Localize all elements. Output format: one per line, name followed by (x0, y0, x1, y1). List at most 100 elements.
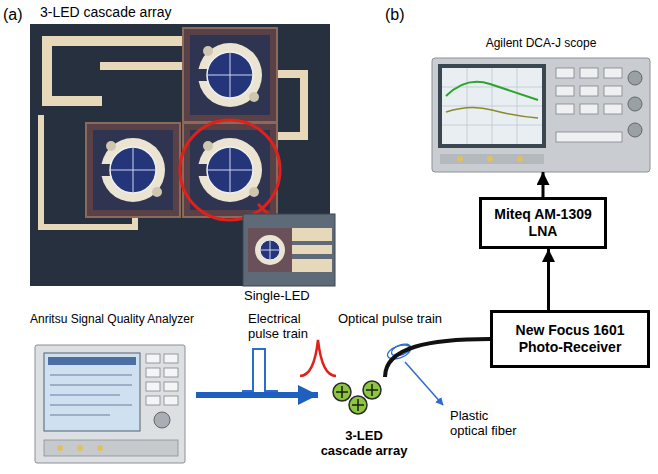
key (146, 396, 160, 405)
optical-fiber (385, 339, 490, 377)
signal-arrow (542, 172, 545, 197)
led-chip (183, 123, 277, 217)
scope-screen (442, 68, 542, 144)
inset-aperture (260, 240, 280, 260)
aperture-cross (260, 240, 280, 260)
panel-label: (b) (385, 6, 415, 24)
scope-buttons (556, 68, 622, 142)
pad (106, 141, 116, 151)
analyzer-picture (35, 345, 185, 463)
connector (517, 156, 523, 162)
chip-inner (190, 130, 270, 210)
connector (97, 445, 103, 451)
inset-label: Single-LED (244, 289, 344, 304)
scope-body (432, 58, 650, 172)
electrical-link (196, 392, 318, 398)
trace (38, 115, 44, 230)
pad (249, 187, 259, 197)
screen-bar (48, 357, 136, 365)
contact-ring (101, 138, 165, 202)
connector (457, 156, 463, 162)
analyzer-screen (44, 353, 140, 431)
key (164, 382, 178, 391)
node-text: Agilent DCA-J scope (432, 36, 650, 50)
led-cross (336, 384, 378, 411)
button (604, 86, 622, 96)
screen-grid (442, 68, 542, 144)
amplifier-box: Miteq AM-1309 LNA (479, 197, 607, 249)
knob (628, 123, 642, 137)
connector (487, 156, 493, 162)
figure-title: 3-LED cascade array (40, 4, 240, 20)
electrical-pulse (242, 349, 278, 391)
knob (628, 71, 642, 85)
analyzer-keys (146, 354, 178, 405)
screen-lines (50, 375, 132, 415)
knob (628, 97, 642, 111)
node-text: New Focus 1601 Photo-Receiver (499, 322, 641, 356)
key (146, 382, 160, 391)
aperture-cross (110, 147, 156, 193)
photo-receiver-box: New Focus 1601 Photo-Receiver (490, 310, 650, 368)
button (556, 104, 574, 114)
inset-pad (286, 245, 332, 254)
screen-trace (446, 107, 538, 118)
oscilloscope: Agilent DCA-J scope (432, 36, 650, 172)
led-aperture (207, 147, 253, 193)
screen-trace (446, 82, 538, 100)
node-text: Miteq AM-1309 LNA (488, 206, 598, 240)
contact-ring (198, 43, 262, 107)
connector (77, 445, 83, 451)
analyzer-body (35, 345, 185, 463)
key (146, 368, 160, 377)
optical-pulse (300, 340, 336, 376)
signal-label: Electrical pulse train (248, 312, 316, 342)
fiber-label: Plastic optical fiber (450, 409, 528, 439)
inset-ring (255, 235, 285, 265)
node-text: 3-LED cascade array (318, 429, 410, 459)
trace (42, 36, 192, 46)
led-photo (30, 24, 330, 286)
pad (203, 141, 213, 151)
led-array-icon (333, 381, 381, 414)
button (556, 132, 622, 142)
trace (276, 132, 308, 140)
led-chip (86, 123, 180, 217)
key (164, 396, 178, 405)
button (604, 104, 622, 114)
button (580, 104, 598, 114)
analyzer-ports (44, 440, 178, 456)
pad (152, 187, 162, 197)
button (580, 68, 598, 78)
scope-connectors (440, 154, 544, 164)
ring-gap (97, 164, 111, 176)
button (556, 68, 574, 78)
leader-line (405, 362, 443, 405)
trace (300, 70, 308, 140)
inset-pad (292, 259, 332, 272)
chip-square (183, 28, 277, 122)
signal-analyzer: Anritsu Signal Quality Analyzer (28, 312, 196, 465)
knob (154, 412, 170, 428)
key (164, 354, 178, 363)
gold-traces (38, 36, 308, 230)
single-led-inset (243, 214, 335, 286)
led-chip (183, 28, 277, 122)
key (146, 354, 160, 363)
button (604, 68, 622, 78)
led-aperture (110, 147, 156, 193)
chip-inner (190, 35, 270, 115)
chip-square (183, 123, 277, 217)
ring-gap (194, 164, 208, 176)
node-text: Anritsu Signal Quality Analyzer (28, 312, 196, 326)
highlight-circle (180, 120, 280, 220)
connector (57, 445, 63, 451)
signal-arrow (547, 249, 550, 310)
inset-chip (248, 228, 292, 272)
scope-bezel (438, 64, 546, 148)
trace (38, 224, 138, 230)
button (556, 86, 574, 96)
pad (249, 92, 259, 102)
chip-square (86, 123, 180, 217)
inset-ground (243, 214, 335, 286)
